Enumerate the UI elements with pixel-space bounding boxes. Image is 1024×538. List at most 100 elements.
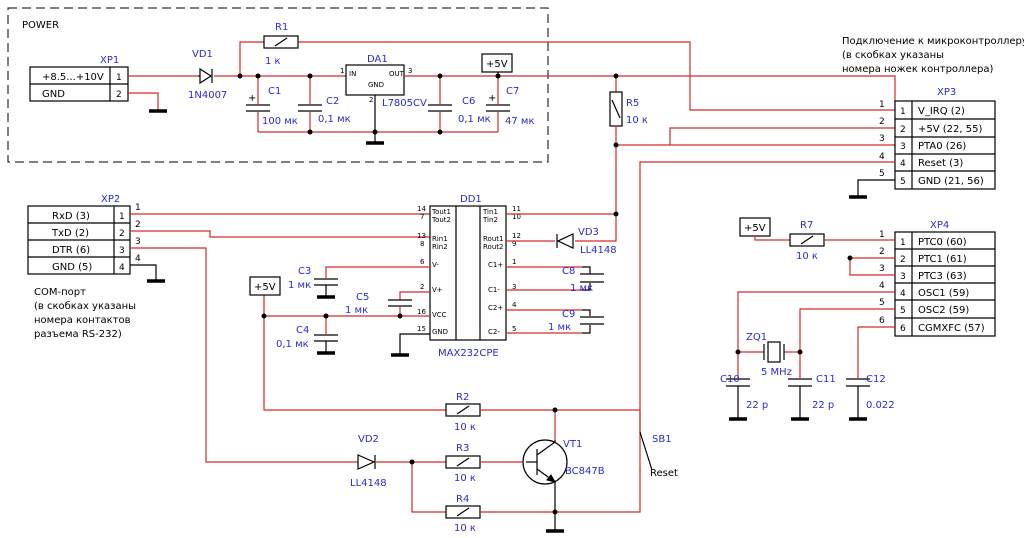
c9-label: C9 [562,309,575,320]
r5-value: 10 к [626,115,648,126]
xp3-row-pin: 2 [900,125,906,135]
power-block-border [7,7,549,163]
xp3-ext-pin: 1 [879,100,885,110]
supply-5v-label: +5V [744,223,766,234]
xp2-row-label: TxD (2) [51,228,89,239]
xp3-ext-pin: 2 [879,117,885,127]
c3-capacitor: C3 1 мк [288,266,338,296]
xp4-row-pin: 2 [900,255,906,265]
xp4-label: XP4 [930,220,949,231]
dd1-pin-number: 8 [420,240,424,248]
dd1-pin-name: GND [432,328,448,336]
c9-capacitor: C9 1 мк [548,309,604,334]
dd1-pin-number: 3 [512,283,516,291]
c2-capacitor: C2 0,1 мк [298,76,351,132]
da1-label: DA1 [367,54,388,65]
xp2-ext-pin: 2 [135,220,141,230]
c7-capacitor: + C7 47 мк [486,76,535,132]
vd3-value: LL4148 [580,245,617,256]
dd1-pin-number: 2 [420,283,424,291]
vt1-value: BC847B [565,466,605,477]
vd2-label: VD2 [358,434,379,445]
dd1-pin-number: 12 [512,232,521,240]
vd1-diode: VD1 1N4007 [188,49,227,101]
xp4-row-label: OSC2 (59) [918,305,969,316]
r5-resistor: R5 10 к [609,76,648,210]
c8-capacitor: C8 1 мк [562,266,604,294]
xp4-row-pin: 5 [900,306,906,316]
dd1-pin-number: 14 [417,205,426,213]
zq1-crystal: ZQ1 5 MHz [746,332,792,378]
xp3-ext-pin: 3 [879,134,885,144]
xp3-label: XP3 [937,87,956,98]
vt1-label: VT1 [563,439,582,450]
r4-value: 10 к [454,523,476,534]
junction-dots [237,73,853,515]
da1-pin-gnd: GND [368,81,384,89]
vd2-diode: VD2 LL4148 [350,434,387,489]
xp4-ext-pin: 1 [879,230,885,240]
zq1-label: ZQ1 [746,332,767,343]
c10-label: C10 [720,374,740,385]
supply-5v-box-dd1: +5V [249,276,281,296]
c11-label: C11 [816,374,836,385]
c5-label: C5 [356,292,369,303]
dd1-pin-number: 9 [512,240,516,248]
xp1-row-label: +8.5...+10V [42,72,104,83]
da1-pin-number: 1 [340,67,344,75]
vd2-value: LL4148 [350,478,387,489]
c1-label: C1 [268,86,281,97]
dd1-pin-name: Rin1 [432,235,448,243]
xp3-row-pin: 3 [900,142,906,152]
mcu-note: Подключение к микроконтроллеру (в скобка… [842,36,1024,75]
c12-label: C12 [866,374,886,385]
dd1-pin-name: C1+ [488,261,503,269]
c8-label: C8 [562,266,575,277]
supply-5v-box-r7: +5V [739,217,771,237]
xp3-row-label: Reset (3) [918,158,963,169]
dd1-pin-name: Rin2 [432,243,448,251]
c6-capacitor: C6 0,1 мк [428,76,491,132]
xp1-label: XP1 [100,55,119,66]
r7-value: 10 к [796,251,818,262]
r1-resistor: R1 1 к [263,22,299,67]
c4-capacitor: C4 0,1 мк [276,316,338,352]
c11-value: 22 p [812,400,834,411]
dd1-pin-name: Tout2 [431,216,451,224]
mcu-note-line: Подключение к микроконтроллеру [842,36,1024,47]
xp3-row-label: GND (21, 56) [918,176,984,187]
vd1-label: VD1 [192,49,213,60]
c1-capacitor: + C1 100 мк [246,76,298,132]
dd1-pin-name: C1- [488,286,500,294]
da1-pin-number: 2 [369,96,373,104]
c10-capacitor: C10 22 p [720,374,768,418]
xp2-ext-pin: 3 [135,237,141,247]
c2-label: C2 [326,96,339,107]
xp4-row-label: PTC1 (61) [918,254,967,265]
r2-label: R2 [456,392,469,403]
xp2-row-label: GND (5) [52,262,92,273]
xp4-row-label: OSC1 (59) [918,288,969,299]
dd1-pin-name: VCC [432,311,447,319]
dd1-pin-number: 10 [512,213,521,221]
r7-resistor: R7 10 к [789,220,825,262]
xp4-row-label: CGMXFC (57) [918,323,985,334]
c7-value: 47 мк [505,116,535,127]
dd1-label: DD1 [460,194,482,205]
r1-value: 1 к [265,56,281,67]
xp4-row-pin: 6 [900,324,906,334]
xp4-row-pin: 3 [900,272,906,282]
sb1-value: Reset [650,468,678,479]
xp3-connector: XP3 V_IRQ (2) +5V (22, 55) PTA0 (26) Res… [879,87,996,190]
com-note-line: COM-порт [34,287,86,298]
r3-resistor: R3 10 к [445,443,481,484]
com-note-line: разъема RS-232) [34,329,122,340]
com-note-line: (в скобках указаны [34,301,136,312]
r4-resistor: R4 10 к [445,494,481,534]
dd1-pin-name: C2+ [488,304,503,312]
xp3-row-label: V_IRQ (2) [918,106,965,117]
dd1-pin-number: 7 [420,213,424,221]
sb1-label: SB1 [652,434,672,445]
dd1-pin-name: Tout1 [431,208,451,216]
